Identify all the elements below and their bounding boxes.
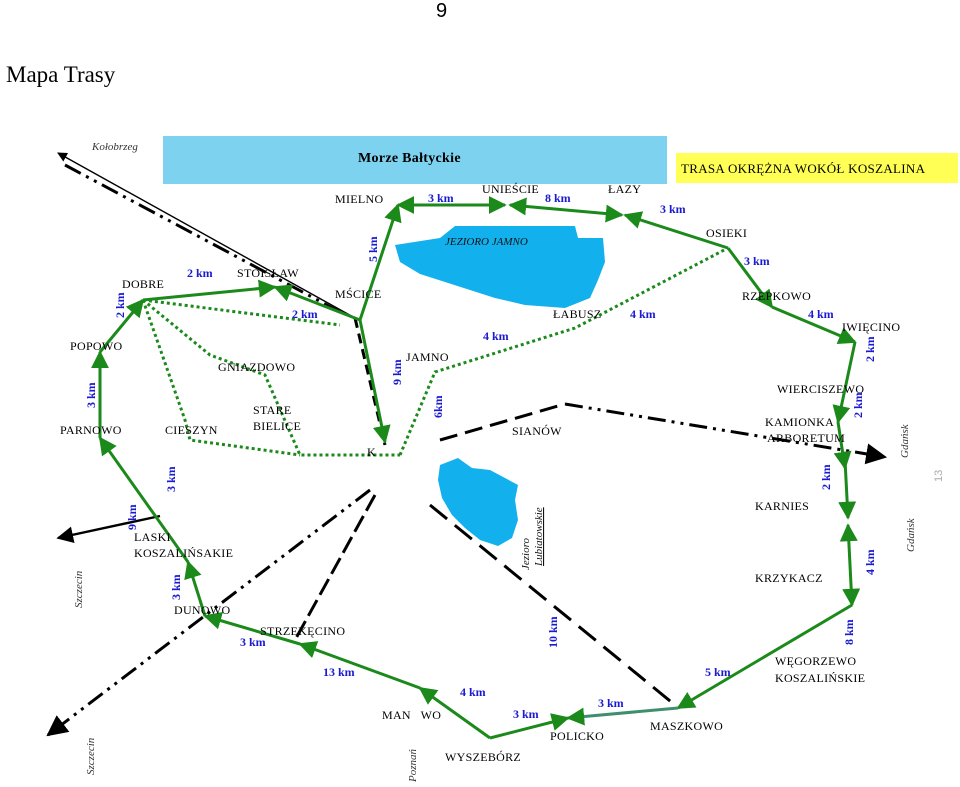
sea-area <box>163 136 667 184</box>
place-k: K <box>367 445 376 459</box>
place-krzykacz: KRZYKACZ <box>755 571 823 585</box>
dist-labusz-osieki: 4 km <box>630 307 656 321</box>
road-gdansk-1: Gdańsk <box>899 423 911 458</box>
dist-cieszyn-laski: 3 km <box>164 466 178 492</box>
place-kamionka: KAMIONKA <box>765 415 834 429</box>
road-gdansk-2: Gdańsk <box>905 517 917 552</box>
place-gniazdowo: GNIAZDOWO <box>218 360 295 374</box>
road-szczecin-2: Szczecin <box>85 737 97 775</box>
place-laski: LASKI <box>134 530 171 544</box>
place-wyszebórz: WYSZEBÓRZ <box>445 750 521 764</box>
place-labusz: ŁABUSZ <box>553 307 601 321</box>
place-mscice: MŚCICE <box>335 287 381 301</box>
dist-dunowo-laski: 3 km <box>169 574 183 600</box>
dotted-routes <box>141 246 729 457</box>
dist-rzepkowo-swiecino: 4 km <box>808 307 834 321</box>
place-sianow: SIANÓW <box>512 424 562 438</box>
place-jamno: JAMNO <box>406 350 449 364</box>
place-mielno: MIELNO <box>335 192 383 206</box>
distance-labels: 3 km 8 km 3 km 3 km 4 km 2 km 2 km 2 km … <box>84 191 877 721</box>
dist-karnies-krzykacz: 4 km <box>863 549 877 575</box>
lake-jamno-label: JEZIORO JAMNO <box>445 236 528 248</box>
place-lazy: ŁAZY <box>608 182 641 196</box>
place-popowo: POPOWO <box>70 339 123 353</box>
dist-mielno-uniescie: 3 km <box>428 191 454 205</box>
dist-swiecino-wier: 2 km <box>863 336 877 362</box>
place-cieszyn: CIESZYN <box>165 423 218 437</box>
place-wierciszewo: WIERCISZEWO <box>777 382 864 396</box>
place-maszkowo: MASZKOWO <box>650 719 723 733</box>
dist-wysz-manowo: 4 km <box>460 685 486 699</box>
dist-manowo-strz: 13 km <box>323 665 355 679</box>
side-page-number: 13 <box>933 470 945 482</box>
place-labels: MIELNO UNIEŚCIE ŁAZY OSIEKI RZEPKOWO IWI… <box>60 182 900 764</box>
road-poznan: Poznań <box>407 749 419 784</box>
lake-jamno <box>395 226 605 308</box>
place-bielice: BIELICE <box>253 419 301 433</box>
place-strzekecino: STRZEKĘCINO <box>260 624 345 638</box>
route-title: TRASA OKRĘŻNA WOKÓŁ KOSZALINA <box>681 161 926 176</box>
route-title-box <box>676 153 958 183</box>
road-labels: Kołobrzeg Szczecin Szczecin Poznań Gdańs… <box>73 141 917 783</box>
dist-maszkowo-policko: 3 km <box>598 696 624 710</box>
dist-lazy-osieki: 3 km <box>660 202 686 216</box>
dist-strz-dunowo: 3 km <box>240 635 266 649</box>
place-uniescie: UNIEŚCIE <box>482 182 539 196</box>
place-osieki: OSIEKI <box>706 226 747 240</box>
place-laski-2: KOSZALIŃSAKIE <box>134 546 233 560</box>
lake-lubiatowskie <box>438 458 518 546</box>
dist-wier-kam: 2 km <box>851 392 865 418</box>
dist-popowo-dobre: 2 km <box>113 292 127 318</box>
place-swiecino: IWIĘCINO <box>842 320 900 334</box>
dist-osieki-rzepkowo: 3 km <box>744 254 770 268</box>
place-wegorzewo: WĘGORZEWO <box>775 654 856 668</box>
place-policko: POLICKO <box>550 729 604 743</box>
dist-k-jamno: 6km <box>431 395 445 418</box>
place-manowo: MAN WO <box>382 708 441 722</box>
place-stoislaw: STOISŁAW <box>237 266 299 280</box>
place-stare: STARE <box>253 403 292 417</box>
dist-policko-wysz: 3 km <box>513 707 539 721</box>
dist-weg-maszkowo: 5 km <box>705 665 731 679</box>
main-route <box>91 196 861 740</box>
road-szczecin-1: Szczecin <box>73 570 85 608</box>
dist-mscice-mielno: 5 km <box>366 236 380 262</box>
place-karnies: KARNIES <box>755 499 809 513</box>
place-parnowo: PARNOWO <box>60 423 122 437</box>
lake-label-2: Lubiatowskie <box>533 507 545 567</box>
dist-parnowo-popowo: 3 km <box>84 382 98 408</box>
dist-laski-parnowo: 9 km <box>125 504 139 530</box>
dist-jamno-osieki: 4 km <box>483 329 509 343</box>
dist-krzykacz-weg: 8 km <box>842 619 856 645</box>
dist-kam-karnies: 2 km <box>819 464 833 490</box>
sea-label: Morze Bałtyckie <box>358 151 461 166</box>
dist-uniescie-lazy: 8 km <box>545 191 571 205</box>
page-title: Mapa Trasy <box>6 62 116 87</box>
lake-label-1: Jezioro <box>520 538 532 570</box>
dist-dobre-stoislaw: 2 km <box>187 266 213 280</box>
road-kolobrzeg: Kołobrzeg <box>91 141 138 153</box>
dist-mscice-k: 9 km <box>390 359 404 385</box>
place-dunowo: DUNOWO <box>174 603 230 617</box>
page-number: 9 <box>436 0 448 22</box>
place-dobre: DOBRE <box>122 277 164 291</box>
place-koszalinskie: KOSZALIŃSKIE <box>775 671 865 685</box>
place-rzepkowo: RZEPKOWO <box>742 289 811 303</box>
dist-stoislaw-mscice: 2 km <box>292 307 318 321</box>
place-arboretum: ARBORETUM <box>767 431 845 445</box>
dist-sianow-maszkowo: 10 km <box>546 616 560 648</box>
